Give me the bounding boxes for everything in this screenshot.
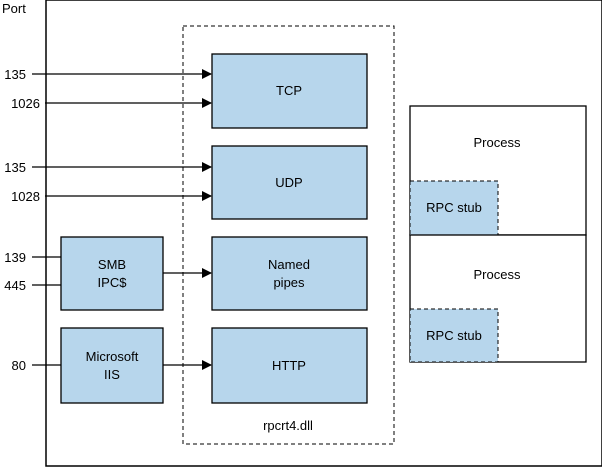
smb-label-line2: IPC$ <box>98 275 128 290</box>
rpc-stub-1-label: RPC stub <box>426 200 482 215</box>
system-frame <box>45 0 602 467</box>
process-1-title: Process <box>474 135 521 150</box>
tcp-label: TCP <box>276 83 302 98</box>
port-label-tcp-135: 135 <box>4 67 26 82</box>
smb-ipc-box <box>60 236 164 311</box>
port-label-smb-445: 445 <box>4 278 26 293</box>
udp-label: UDP <box>275 175 302 190</box>
process-2-title: Process <box>474 267 521 282</box>
rpcrt4-dll-container <box>182 25 395 445</box>
rpcrt4-dll-label: rpcrt4.dll <box>263 418 313 433</box>
port-label-udp-135: 135 <box>4 160 26 175</box>
http-label: HTTP <box>272 358 306 373</box>
microsoft-iis-box <box>60 327 164 404</box>
http-box <box>211 327 368 404</box>
named-pipes-label-line2: pipes <box>273 275 305 290</box>
iis-label-line2: IIS <box>104 367 120 382</box>
port-label-http-80: 80 <box>12 358 26 373</box>
port-header: Port <box>2 1 26 16</box>
port-label-smb-139: 139 <box>4 250 26 265</box>
tcp-box <box>211 53 368 129</box>
udp-box <box>211 145 368 220</box>
named-pipes-label-line1: Named <box>268 257 310 272</box>
iis-label-line1: Microsoft <box>86 349 139 364</box>
rpc-stub-2-label: RPC stub <box>426 328 482 343</box>
rpc-stub-2 <box>409 308 499 363</box>
named-pipes-box <box>211 236 368 311</box>
rpc-stub-1 <box>409 180 499 236</box>
port-label-tcp-1026: 1026 <box>11 96 40 111</box>
smb-label-line1: SMB <box>98 257 126 272</box>
port-label-udp-1028: 1028 <box>11 189 40 204</box>
